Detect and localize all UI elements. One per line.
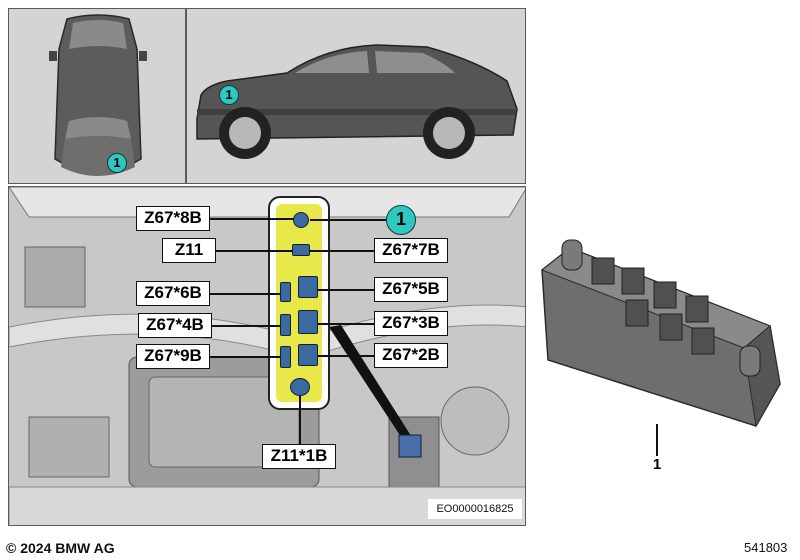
slot-z11 <box>292 244 310 256</box>
junction-block-highlight <box>276 204 322 402</box>
leader-callout <box>310 219 388 221</box>
label-z67-7b: Z67*7B <box>374 238 448 263</box>
car-side-view <box>196 44 518 159</box>
leader-z67-9b <box>208 356 280 358</box>
leader-z67-3b <box>318 323 376 325</box>
label-z11-1b: Z11*1B <box>262 444 336 469</box>
leader-part-number <box>656 424 658 456</box>
label-z67-3b: Z67*3B <box>374 311 448 336</box>
diagram-id: 541803 <box>744 540 788 555</box>
slot-z67-4b <box>280 314 291 336</box>
slot-z67-6b <box>280 282 291 302</box>
leader-z67-2b <box>318 355 376 357</box>
copyright: © 2024 BMW AG <box>6 540 115 556</box>
slot-z67-3b <box>298 310 318 334</box>
slot-z67-2b <box>298 344 318 366</box>
top-view-panel: 1 <box>8 8 186 184</box>
callout-badge-top: 1 <box>107 153 127 173</box>
callout-badge-engine: 1 <box>386 205 416 235</box>
slot-z67-8b <box>293 212 309 228</box>
leader-z67-4b <box>210 325 280 327</box>
slot-z67-9b <box>280 346 291 368</box>
leader-z67-8b <box>208 218 294 220</box>
label-z11: Z11 <box>162 238 216 263</box>
slot-z11-1b <box>290 378 310 396</box>
part-number: 1 <box>652 456 662 473</box>
car-top-view <box>49 14 147 176</box>
leader-z11 <box>214 250 292 252</box>
label-z67-2b: Z67*2B <box>374 343 448 368</box>
leader-z67-6b <box>208 293 280 295</box>
callout-badge-side: 1 <box>219 85 239 105</box>
image-code: EO0000016825 <box>428 499 522 519</box>
leader-z67-5b <box>318 289 376 291</box>
side-view-panel: 1 <box>186 8 526 184</box>
leader-z67-7b <box>310 250 376 252</box>
leader-z11-1b <box>299 396 301 444</box>
label-z67-9b: Z67*9B <box>136 344 210 369</box>
slot-z67-5b <box>298 276 318 298</box>
junction-box-part <box>540 239 781 428</box>
label-z67-8b: Z67*8B <box>136 206 210 231</box>
label-z67-5b: Z67*5B <box>374 277 448 302</box>
label-z67-4b: Z67*4B <box>138 313 212 338</box>
label-z67-6b: Z67*6B <box>136 281 210 306</box>
